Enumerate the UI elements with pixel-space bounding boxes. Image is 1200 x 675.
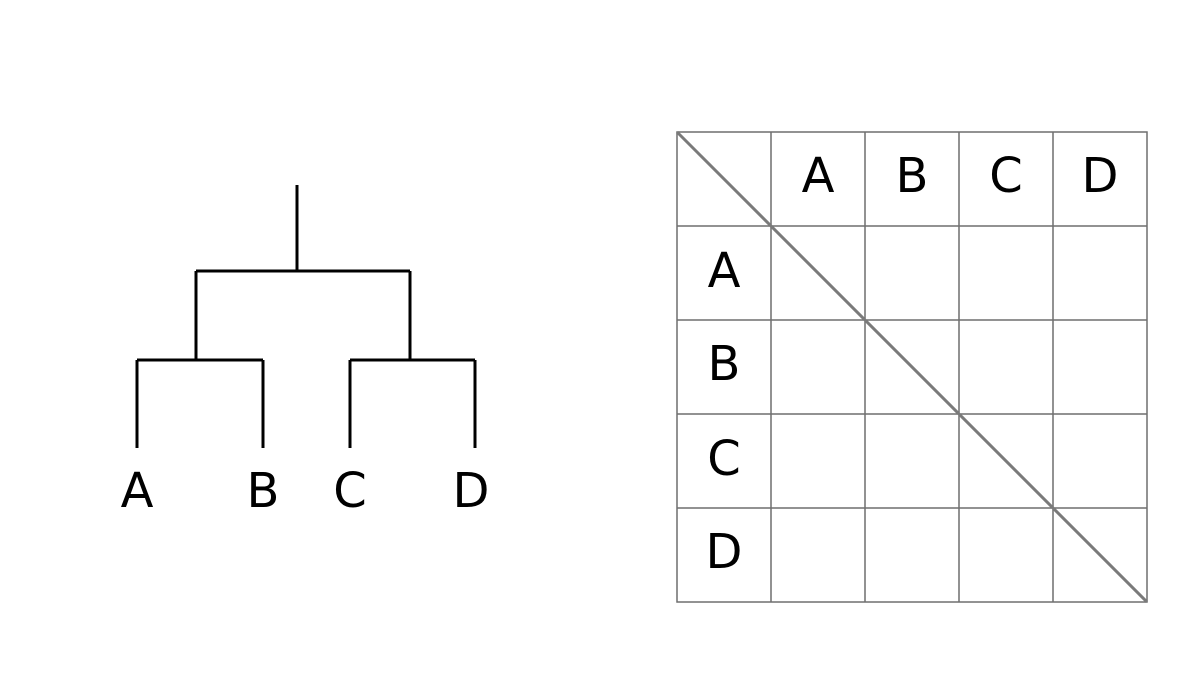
dendrogram-leaf-labels: A B C D [121,463,490,519]
leaf-label-a: A [121,463,154,519]
matrix-diagonal [675,130,1149,604]
column-header-b: B [896,148,929,204]
matrix-row-headers: A B C D [706,243,743,580]
column-header-a: A [802,148,835,204]
matrix-column-headers: A B C D [802,148,1119,204]
row-header-c: C [707,431,741,487]
dendrogram [135,185,477,448]
matrix-border [676,131,1148,603]
leaf-label-b: B [247,463,280,519]
column-header-d: D [1082,148,1119,204]
row-header-b: B [708,336,741,392]
leaf-label-c: C [333,463,367,519]
column-header-c: C [989,148,1023,204]
matrix-grid [676,131,1148,603]
leaf-label-d: D [453,463,490,519]
row-header-a: A [708,243,741,299]
row-header-d: D [706,524,743,580]
